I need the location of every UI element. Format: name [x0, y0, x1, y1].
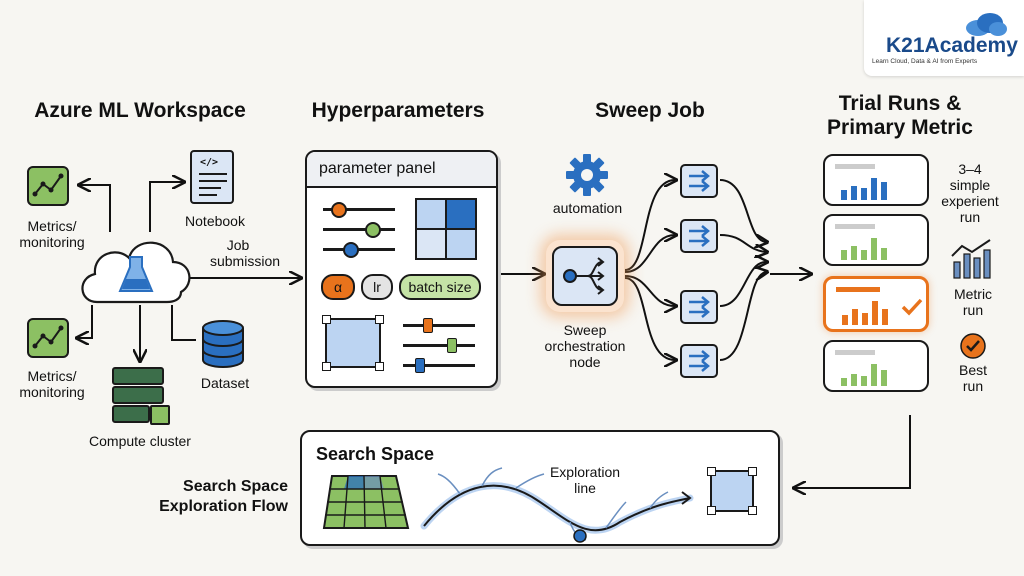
search-space-side-label-2: Exploration Flow [159, 498, 288, 515]
gear-icon [566, 154, 608, 196]
trial-run-card-2[interactable] [823, 214, 929, 266]
search-space-panel: Search Space Exploration line [300, 430, 780, 546]
selection-box-icon [322, 315, 384, 371]
slider-1-knob[interactable] [331, 202, 347, 218]
trial-run-card-best[interactable] [823, 276, 929, 332]
branch-icon [563, 257, 605, 295]
slider-2-knob[interactable] [365, 222, 381, 238]
parameter-panel: parameter panel α lr batch size [305, 150, 498, 388]
sweep-node-label-1: Sweep [563, 322, 607, 338]
slider-2[interactable] [323, 228, 395, 231]
mini-slider-1-knob[interactable] [423, 318, 433, 333]
search-space-title: Search Space [316, 444, 435, 464]
trend-line-icon [32, 173, 64, 197]
database-icon [202, 320, 244, 368]
trial-run-card-4[interactable] [823, 340, 929, 392]
search-grid-icon [322, 475, 410, 529]
metrics-bottom-label-2: monitoring [19, 384, 85, 400]
brand-tagline: Learn Cloud, Data & AI from Experts [872, 58, 978, 65]
exploration-label-2: line [574, 480, 596, 496]
header-sweep: Sweep Job [595, 99, 705, 122]
metric-bar-chart-icon [951, 239, 991, 279]
trial-job-box-4[interactable] [680, 344, 718, 378]
chip-batch-size[interactable]: batch size [399, 274, 481, 300]
mini-slider-1[interactable] [403, 324, 475, 327]
sweep-orchestration-node[interactable] [552, 246, 618, 306]
trials-label-a-1: 3–4 [958, 161, 982, 177]
dataset-label: Dataset [200, 375, 250, 391]
slider-1[interactable] [323, 208, 395, 211]
mini-slider-2[interactable] [403, 344, 475, 347]
sweep-node-label-3: node [569, 354, 601, 370]
slider-3-knob[interactable] [343, 242, 359, 258]
best-run-check-icon [960, 333, 986, 359]
trials-label-a-4: run [959, 209, 981, 225]
parameter-panel-title: parameter panel [319, 160, 436, 177]
notebook-icon: </> [190, 150, 234, 204]
mini-slider-2-knob[interactable] [447, 338, 457, 353]
chip-lr[interactable]: lr [361, 274, 393, 300]
trial-run-card-1[interactable] [823, 154, 929, 206]
trials-label-a-3: experient [941, 193, 999, 209]
cloud-logo-icon [966, 13, 1007, 36]
trial-job-box-1[interactable] [680, 164, 718, 198]
trial-job-box-3[interactable] [680, 290, 718, 324]
header-workspace: Azure ML Workspace [34, 99, 246, 122]
job-submission-label-1: Job [226, 237, 250, 253]
metrics-top-label-1: Metrics/ [27, 218, 77, 234]
double-arrow-icon [689, 296, 710, 318]
metric-run-label-2: run [962, 302, 984, 318]
notebook-label: Notebook [185, 213, 245, 229]
parameter-grid-icon [415, 198, 477, 260]
exploration-label-1: Exploration [549, 464, 621, 480]
job-submission-label-2: submission [209, 253, 281, 269]
sweep-node-label-2: orchestration [544, 338, 626, 354]
metrics-top-label-2: monitoring [19, 234, 85, 250]
best-run-label-2: run [962, 378, 984, 394]
mini-slider-3[interactable] [403, 364, 475, 367]
metrics-bottom-label-1: Metrics/ [27, 368, 77, 384]
double-arrow-icon [689, 170, 710, 192]
header-hyperparameters: Hyperparameters [311, 99, 485, 122]
header-trials-1: Trial Runs & [838, 92, 962, 115]
compute-cluster-label: Compute cluster [89, 433, 191, 449]
trend-line-icon [32, 325, 64, 349]
parameter-panel-header [307, 152, 496, 188]
trials-label-a-2: simple [949, 177, 991, 193]
mini-slider-3-knob[interactable] [415, 358, 425, 373]
exploration-line-icon [420, 467, 694, 543]
server-rack-icon [112, 367, 170, 425]
metric-run-label-1: Metric [953, 286, 993, 302]
automation-label: automation [552, 200, 623, 216]
target-region-icon [707, 467, 757, 515]
search-space-side-label-1: Search Space [183, 478, 288, 495]
chip-alpha[interactable]: α [321, 274, 355, 300]
checkmark-icon [901, 298, 923, 316]
metrics-chart-icon-bottom [27, 318, 69, 358]
best-run-label-1: Best [958, 362, 987, 378]
double-arrow-icon [689, 350, 710, 372]
brand-name: K21Academy [886, 34, 1018, 57]
header-trials-2: Primary Metric [827, 116, 973, 139]
brand-logo-card: K21Academy Learn Cloud, Data & AI from E… [864, 0, 1024, 76]
flask-icon [118, 256, 154, 292]
slider-3[interactable] [323, 248, 395, 251]
trial-job-box-2[interactable] [680, 219, 718, 253]
metrics-chart-icon-top [27, 166, 69, 206]
double-arrow-icon [689, 225, 710, 247]
